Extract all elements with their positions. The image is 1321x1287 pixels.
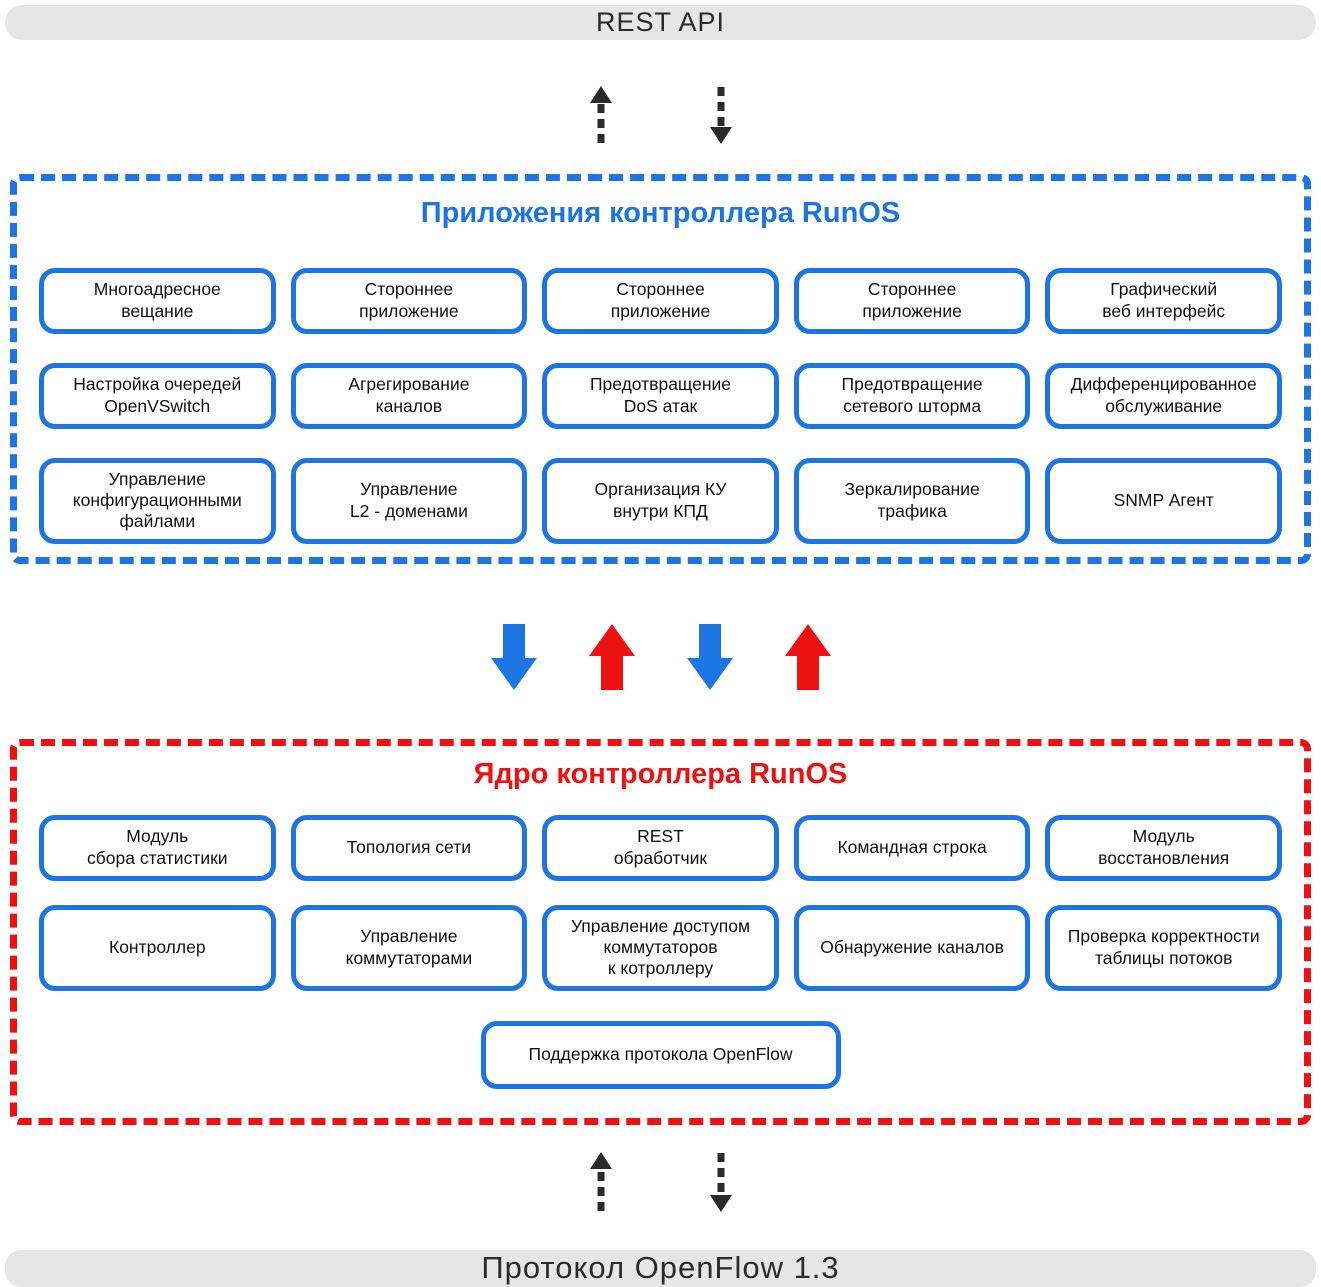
app-box-multicast: Многоадресное вещание [39, 267, 276, 334]
dashed-down-arrow-icon [709, 1152, 733, 1212]
app-box-link-aggregation: Агрегирование каналов [290, 362, 528, 429]
core-box-switch-management: Управление коммутаторами [290, 904, 528, 991]
app-box-web-ui: Графический веб интерфейс [1045, 267, 1282, 334]
red-up-arrow-icon [784, 623, 831, 690]
core-box-flow-table-check: Проверка корректности таблицы потоков [1045, 904, 1282, 991]
core-box-stats-module: Модуль сбора статистики [39, 814, 276, 881]
app-box-ku-kpd: Организация КУ внутри КПД [542, 457, 779, 544]
dashed-up-arrow-icon [589, 85, 613, 144]
app-box-diff-service: Дифференцированное обслуживание [1045, 362, 1282, 429]
rest-api-banner: REST API [5, 5, 1316, 40]
openflow-protocol-label: Протокол OpenFlow 1.3 [481, 1250, 840, 1286]
blue-down-arrow-icon [686, 623, 733, 690]
dashed-up-arrow-icon [589, 1151, 613, 1212]
app-box-thirdparty-3: Стороннее приложение [793, 267, 1031, 334]
core-section: Ядро контроллера RunOS Модуль сбора стат… [10, 738, 1311, 1125]
blue-down-arrow-icon [490, 623, 537, 690]
app-box-dos-prevention: Предотвращение DoS атак [542, 362, 779, 429]
core-box-controller: Контроллер [39, 904, 276, 991]
rest-api-label: REST API [595, 6, 726, 37]
app-box-storm-prevention: Предотвращение сетевого шторма [793, 362, 1031, 429]
openflow-protocol-banner: Протокол OpenFlow 1.3 [5, 1249, 1316, 1287]
red-up-arrow-icon [588, 623, 635, 690]
app-box-traffic-mirroring: Зеркалирование трафика [793, 457, 1031, 544]
core-section-title: Ядро контроллера RunOS [473, 757, 848, 790]
core-box-network-topology: Топология сети [290, 814, 528, 881]
core-box-rest-handler: REST обработчик [542, 814, 779, 881]
core-box-openflow-support: Поддержка протокола OpenFlow [480, 1020, 841, 1089]
app-box-l2-domains: Управление L2 - доменами [290, 457, 528, 544]
core-box-recovery-module: Модуль восстановления [1045, 814, 1282, 881]
app-box-thirdparty-2: Стороннее приложение [542, 267, 779, 334]
protocol-arrows [0, 1151, 1321, 1212]
core-grid: Модуль сбора статистики Топология сети R… [39, 814, 1282, 991]
core-box-cli: Командная строка [793, 814, 1031, 881]
core-box-switch-access: Управление доступом коммутаторов к котро… [542, 904, 779, 991]
apps-section-title: Приложения контроллера RunOS [420, 196, 901, 229]
rest-api-arrows [0, 85, 1321, 144]
app-box-snmp-agent: SNMP Агент [1045, 457, 1282, 544]
app-box-thirdparty-1: Стороннее приложение [290, 267, 528, 334]
dashed-down-arrow-icon [709, 86, 733, 144]
core-bottom-row: Поддержка протокола OpenFlow [39, 1020, 1282, 1089]
app-box-config-files: Управление конфигурационными файлами [39, 457, 276, 544]
app-box-ovs-queues: Настройка очередей OpenVSwitch [39, 362, 276, 429]
core-box-link-discovery: Обнаружение каналов [793, 904, 1031, 991]
apps-section: Приложения контроллера RunOS Многоадресн… [10, 173, 1311, 564]
apps-grid: Многоадресное вещание Стороннее приложен… [39, 267, 1282, 544]
apps-core-arrows [0, 623, 1321, 690]
